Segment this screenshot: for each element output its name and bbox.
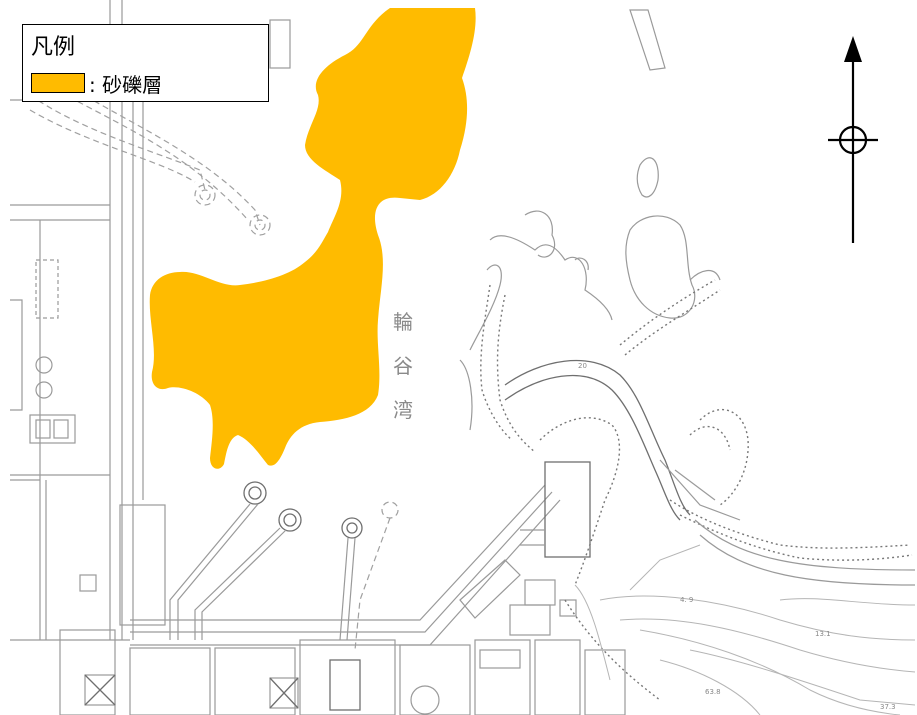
legend-gravel-label: : 砂礫層 (89, 73, 163, 97)
spot-height-13-1: 13.1 (815, 630, 831, 638)
intake-pipes (169, 481, 363, 641)
gravel-layer-region (149, 8, 476, 469)
spot-height-20: 20 (578, 362, 587, 370)
legend-title: 凡例 (31, 35, 76, 60)
legend-box: 凡例 : 砂礫層 (22, 24, 269, 102)
coastline (459, 157, 721, 431)
spot-height-labels: 20 4. 9 13.1 63.8 37.3 (578, 362, 896, 711)
contour-lines (574, 544, 916, 715)
facility-outlines-left (10, 0, 666, 641)
dashed-pipelines (29, 79, 399, 651)
bay-name-char-1: 輪 (393, 310, 413, 334)
spot-height-63-8: 63.8 (705, 688, 721, 696)
north-arrow-icon (828, 36, 878, 243)
spot-height-4-9: 4. 9 (680, 596, 693, 604)
right-buildings (509, 461, 591, 636)
legend-gravel-swatch (31, 73, 85, 93)
spot-height-37-3: 37.3 (880, 703, 896, 711)
coastal-road (504, 359, 916, 586)
cliff-hatching (480, 279, 913, 701)
bottom-buildings (59, 629, 626, 715)
bay-name-char-3: 湾 (393, 398, 413, 422)
bay-name-char-2: 谷 (393, 354, 413, 378)
